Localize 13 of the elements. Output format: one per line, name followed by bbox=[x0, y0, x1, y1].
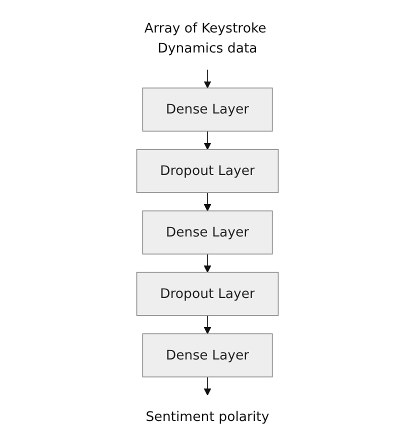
arrow bbox=[204, 315, 212, 334]
node-box: Dense Layer bbox=[142, 333, 273, 378]
node-box: Dropout Layer bbox=[136, 149, 279, 194]
node-text: Sentiment polarity bbox=[146, 408, 270, 424]
arrow bbox=[204, 254, 212, 273]
arrow bbox=[204, 192, 212, 212]
arrow bbox=[204, 376, 212, 396]
node-box: Dense Layer bbox=[142, 210, 273, 254]
node-box: Dense Layer bbox=[142, 88, 273, 132]
arrow bbox=[204, 130, 212, 150]
node-box: Dropout Layer bbox=[136, 272, 279, 316]
node-text: Array of Keystroke Dynamics data bbox=[144, 20, 266, 56]
arrow bbox=[204, 69, 212, 88]
